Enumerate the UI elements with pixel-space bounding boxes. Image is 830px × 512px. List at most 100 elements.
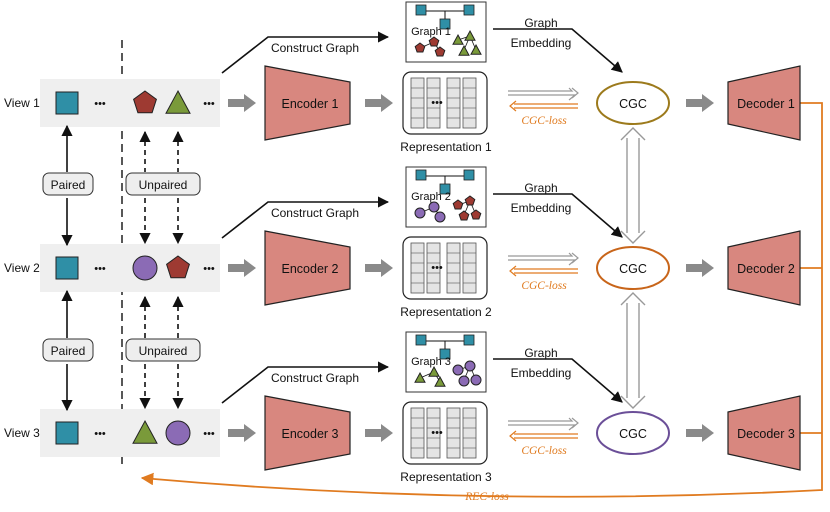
cgc-output-arrow: [686, 424, 714, 442]
paired-square: [55, 91, 79, 115]
graph-node-b: [470, 374, 482, 386]
encoder-label: Encoder 1: [282, 97, 339, 111]
graph-node-a: [428, 36, 440, 47]
cgc-loss-label: CGC-loss: [521, 280, 567, 292]
encoder-block: [264, 395, 351, 471]
graph-node-a: [434, 375, 446, 387]
representation-dots: •••: [431, 262, 443, 274]
graph-node-b: [464, 360, 476, 372]
graph-node-a: [414, 42, 426, 53]
unpaired-shape-b: [165, 420, 191, 446]
unpaired-shape-a: [132, 419, 158, 444]
input-arrow: [228, 424, 256, 442]
encoder-output-arrow: [365, 259, 393, 277]
feature-column: [446, 407, 461, 459]
feature-column: [410, 407, 425, 459]
cgc-label: CGC: [619, 427, 647, 441]
encoder-label: Encoder 3: [282, 427, 339, 441]
graph-node-b: [458, 210, 470, 221]
graph-embedding-arrow: [493, 358, 623, 403]
graph-node-b: [464, 29, 476, 41]
cgc-link-arrow: [620, 127, 646, 244]
cgc-loss-arrowhead: [509, 100, 517, 112]
graph-node-a: [428, 201, 440, 213]
representation-label: Representation 1: [400, 140, 492, 154]
feature-column: [462, 407, 477, 459]
cgc-link-arrow: [620, 292, 646, 409]
graph-node-a: [414, 207, 426, 219]
decoder-label: Decoder 1: [737, 97, 795, 111]
paired-badge: [42, 172, 94, 196]
graph-node-b: [458, 375, 470, 387]
cgc-output-arrow: [686, 94, 714, 112]
ellipsis: •••: [94, 428, 106, 440]
cgc-node: [596, 81, 670, 125]
representation-to-cgc-arrow: [508, 252, 577, 266]
graph-node-square: [463, 4, 475, 16]
graph-embedding-label-2: Embedding: [511, 36, 572, 50]
cgc-output-arrow: [686, 259, 714, 277]
decoder-block: [727, 230, 801, 306]
graph-embedding-label-1: Graph: [524, 181, 557, 195]
feature-column: [410, 77, 425, 129]
construct-graph-arrow: [221, 31, 390, 74]
feature-column: [446, 242, 461, 294]
rec-loss-label: REC-loss: [464, 491, 509, 503]
view-label: View 1: [4, 96, 40, 110]
cgc-loss-arrowhead: [509, 430, 517, 442]
ellipsis: •••: [203, 263, 215, 275]
graph-node-b: [470, 209, 482, 220]
feature-column: [426, 77, 441, 129]
unpaired-badge: [125, 338, 201, 362]
graph-node-a: [414, 371, 426, 383]
construct-graph-label: Construct Graph: [271, 371, 359, 385]
graph-label: Graph 2: [411, 191, 451, 203]
cgc-loss-label: CGC-loss: [521, 445, 567, 457]
graph-node-a: [428, 365, 440, 377]
construct-graph-label: Construct Graph: [271, 206, 359, 220]
input-arrow: [228, 94, 256, 112]
graph-embedding-label-2: Embedding: [511, 201, 572, 215]
paired-label: Paired: [51, 344, 86, 358]
representation-label: Representation 2: [400, 305, 492, 319]
paired-square: [55, 421, 79, 445]
graph-node-b: [452, 199, 464, 210]
encoder-output-arrow: [365, 424, 393, 442]
paired-square: [55, 256, 79, 280]
graph-node-square: [463, 169, 475, 181]
graph-node-a: [434, 46, 446, 57]
representation-label: Representation 3: [400, 470, 492, 484]
graph-embedding-label-1: Graph: [524, 346, 557, 360]
graph-node-square: [439, 348, 451, 360]
graph-node-square: [439, 183, 451, 195]
feature-column: [426, 242, 441, 294]
graph-node-a: [434, 211, 446, 223]
representation-dots: •••: [431, 427, 443, 439]
graph-embedding-label-1: Graph: [524, 16, 557, 30]
input-arrow: [228, 259, 256, 277]
paired-badge: [42, 338, 94, 362]
ellipsis: •••: [94, 98, 106, 110]
feature-column: [462, 242, 477, 294]
encoder-label: Encoder 2: [282, 262, 339, 276]
graph-node-b: [452, 33, 464, 45]
cgc-loss-arrow: [514, 433, 578, 439]
view-label: View 3: [4, 426, 40, 440]
rec-loss-arrow: [140, 102, 823, 498]
representation-to-cgc-arrow: [508, 417, 577, 431]
decoder-label: Decoder 3: [737, 427, 795, 441]
graph-embedding-arrow: [493, 193, 623, 238]
graph-node-square: [463, 334, 475, 346]
graph-node-square: [439, 18, 451, 30]
graph-embedding-arrow: [493, 28, 623, 73]
cgc-loss-arrowhead: [509, 265, 517, 277]
representation-to-cgc-arrow: [508, 87, 577, 101]
view-label: View 2: [4, 261, 40, 275]
feature-column: [446, 77, 461, 129]
unpaired-label: Unpaired: [139, 344, 188, 358]
unpaired-badge: [125, 172, 201, 196]
graph-node-b: [464, 195, 476, 206]
cgc-node: [596, 246, 670, 290]
representation-dots: •••: [431, 97, 443, 109]
